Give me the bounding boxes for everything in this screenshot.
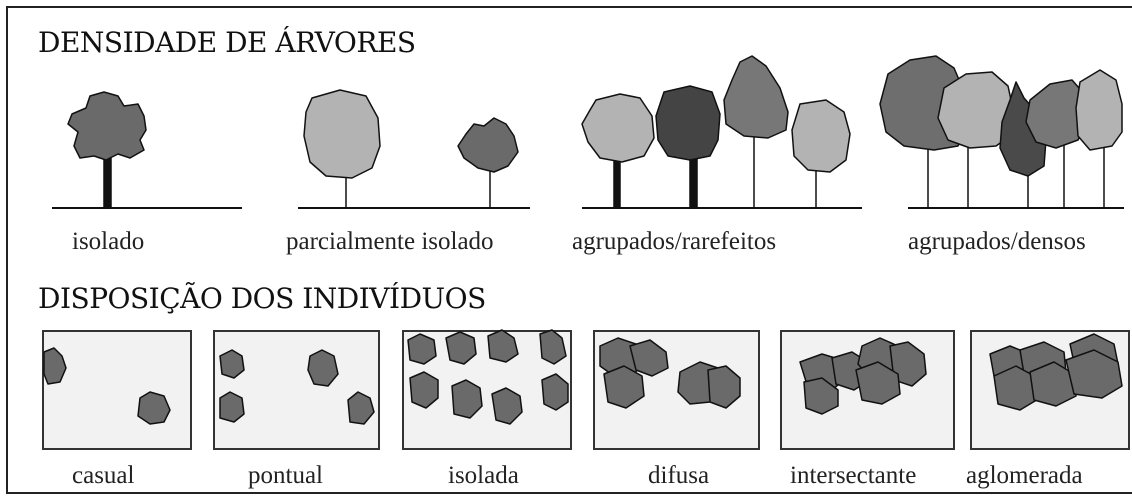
density-title: DENSIDADE DE ÁRVORES bbox=[38, 26, 416, 59]
tree-parcial-small bbox=[457, 117, 519, 208]
tree-parcial-large bbox=[303, 89, 381, 208]
arrangement-label-intersectante: intersectante bbox=[790, 462, 917, 489]
density-label-rarefeitos: agrupados/rarefeitos bbox=[572, 228, 777, 255]
density-label-densos: agrupados/densos bbox=[908, 228, 1086, 255]
trees-rarefeitos bbox=[581, 55, 851, 209]
crown bbox=[43, 347, 67, 385]
arrangement-label-casual: casual bbox=[72, 462, 135, 489]
crown bbox=[137, 391, 171, 425]
density-label-isolado: isolado bbox=[72, 228, 145, 255]
diagram-frame bbox=[6, 6, 1132, 494]
tree-isolado bbox=[67, 91, 147, 209]
arrangement-label-pontual: pontual bbox=[248, 462, 323, 489]
arrangement-label-difusa: difusa bbox=[648, 462, 710, 489]
density-label-parcial: parcialmente isolado bbox=[286, 228, 494, 255]
arrangement-label-aglomerada: aglomerada bbox=[966, 462, 1083, 489]
trees-densos bbox=[879, 55, 1123, 208]
arrangement-box-casual bbox=[42, 330, 192, 450]
arrangement-box-pontual bbox=[213, 330, 380, 450]
arrangement-label-isolada: isolada bbox=[448, 462, 519, 489]
arrangement-title: DISPOSIÇÃO DOS INDIVÍDUOS bbox=[38, 282, 486, 315]
